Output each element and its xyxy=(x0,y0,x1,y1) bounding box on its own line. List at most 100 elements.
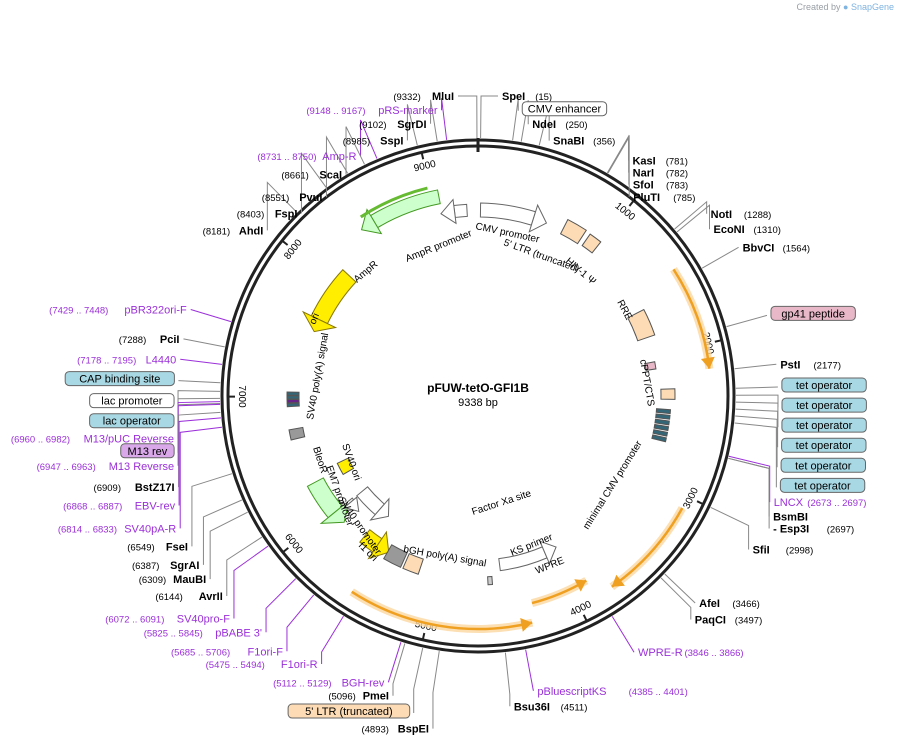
primer-label: LNCX(2673 .. 2697) xyxy=(774,497,867,509)
primer-label: SV40pA-R(6814 .. 6833) xyxy=(58,523,176,535)
enzyme-label-pos: (8403) xyxy=(237,209,264,220)
tet-op-bar xyxy=(653,423,670,432)
primer-label-text: M13/pUC Reverse xyxy=(84,434,174,446)
tick-mark xyxy=(714,339,722,343)
feature-box-label-text: CMV enhancer xyxy=(528,104,602,116)
primer-label: Amp-R (8731 .. 8750) xyxy=(257,151,356,163)
tick-mark xyxy=(420,152,425,160)
enzyme-label-leader xyxy=(178,411,221,488)
feature-box-label: gp41 peptide xyxy=(770,305,856,321)
ampr-promoter-arrow-head xyxy=(440,198,457,225)
enzyme-label-pos: (782) xyxy=(666,169,688,180)
enzyme-label: MluI(9332) xyxy=(393,91,454,103)
feature-box-label: CAP binding site xyxy=(64,371,175,387)
feature-box-label-box xyxy=(287,703,411,719)
feature-box-label: CMV enhancer xyxy=(521,101,608,117)
enzyme-label-text: BbvCI xyxy=(743,242,775,254)
feature-box-label-text: lac operator xyxy=(103,416,161,428)
primer-label-range: (8731 .. 8750) xyxy=(257,152,316,163)
tick-label: 7000 xyxy=(236,385,247,408)
ori-arrow xyxy=(310,269,357,325)
tick-mark xyxy=(281,239,289,246)
enzyme-label-text: EcoNI xyxy=(713,224,744,236)
primer-label-range: (5112 .. 5129) xyxy=(273,678,331,689)
tick-mark xyxy=(282,547,289,554)
enzyme-label-pos: (5096) xyxy=(328,692,355,703)
enzyme-label: PvuI(8551) xyxy=(262,192,323,204)
lac-bar xyxy=(286,402,300,408)
feature-box-label-leader xyxy=(413,647,424,714)
feature-box-label-text: gp41 peptide xyxy=(781,308,845,320)
enzyme-label-text: SgrDI xyxy=(397,119,426,131)
feature-box-label-box xyxy=(781,377,867,393)
feature-box-label-box xyxy=(779,477,866,493)
primer-label-range: (2673 .. 2697) xyxy=(807,498,866,509)
enzyme-label: FseI(6549) xyxy=(127,541,188,553)
feature-box-label-leader xyxy=(177,390,221,403)
feature-box-label-leader xyxy=(178,380,221,384)
primer-label-range: (4385 .. 4401) xyxy=(629,687,688,698)
enzyme-label-text: AhdI xyxy=(239,225,263,237)
tet-op-bar xyxy=(654,418,670,426)
enzyme-label-leader xyxy=(520,100,529,142)
enzyme-label: BstZ17I(6909) xyxy=(94,482,175,494)
primer-label-leader xyxy=(387,642,402,683)
feature-box-label-box xyxy=(89,413,175,429)
enzyme-label-text: AfeI xyxy=(699,598,720,610)
enzyme-label-pos: (4511) xyxy=(561,702,588,713)
enzyme-label: SspI(8985) xyxy=(343,135,404,147)
enzyme-label-leader xyxy=(676,204,710,233)
enzyme-label-pos: (8181) xyxy=(203,226,230,237)
credit: Created by ● SnapGene xyxy=(796,2,894,12)
enzyme-label: Bsu36I(4511) xyxy=(514,701,588,713)
feature-box-label-box xyxy=(781,397,867,413)
feature-box-label: tet operator xyxy=(781,417,867,433)
primer-label-leader xyxy=(728,455,771,503)
primer-label-text: F1ori-R xyxy=(281,659,318,671)
enzyme-label-text: FseI xyxy=(166,541,188,553)
feature-box-label-leader xyxy=(512,98,519,141)
primer-label: pBR322ori-F(7429 .. 7448) xyxy=(49,305,187,317)
enzyme-label-text: NarI xyxy=(633,168,654,180)
primer-label-range: (6814 .. 6833) xyxy=(58,524,117,535)
feature-box-label: M13 rev xyxy=(120,443,175,459)
ampr-arrow-head xyxy=(360,208,383,235)
feature-box-label-text: M13 rev xyxy=(128,446,168,458)
primer-label-leader xyxy=(190,309,232,323)
enzyme-label-pos: (785) xyxy=(673,193,695,204)
feature-box-label: tet operator xyxy=(781,377,867,393)
feature-layer xyxy=(286,186,715,633)
primer-label-range: (3846 .. 3866) xyxy=(684,648,743,659)
enzyme-label-leader xyxy=(392,643,406,696)
primer-label-text: pBR322ori-F xyxy=(124,305,187,317)
enzyme-label-leader xyxy=(458,95,478,139)
enzyme-label-text: PaqCI xyxy=(695,614,726,626)
enzyme-label-leader xyxy=(728,457,770,529)
primer-label: F1ori-F(5685 .. 5706) xyxy=(171,646,283,658)
enzyme-label-text: PvuI xyxy=(299,192,322,204)
feature-box-label-text: tet operator xyxy=(796,380,853,392)
feature-box-label-leader xyxy=(735,408,779,448)
primer-label-leader xyxy=(360,119,378,159)
primer-label-text: Amp-R xyxy=(322,151,356,163)
enzyme-label: SfoI(783) xyxy=(633,180,688,192)
enzyme-label-pos: (15) xyxy=(535,92,552,103)
orf-arc-4-head xyxy=(520,618,533,632)
primer-label-leader xyxy=(441,98,448,140)
primer-label: pBluescriptKS(4385 .. 4401) xyxy=(537,686,687,698)
enzyme-label-text: KasI xyxy=(632,155,655,167)
feature-box-label-leader xyxy=(734,422,777,488)
primer-label-text: BGH-rev xyxy=(342,677,385,689)
primer-label-leader xyxy=(180,358,223,365)
f1-ori-arrow-head xyxy=(367,530,390,560)
enzyme-label-leader xyxy=(664,573,696,604)
tick-mark xyxy=(696,500,704,506)
feature-box-label-text: tet operator xyxy=(794,480,851,492)
enzyme-label-text: - Esp3I xyxy=(773,523,809,535)
rre-box xyxy=(627,308,656,342)
feature-box-label: lac operator xyxy=(89,413,175,429)
enzyme-label-text: SnaBI xyxy=(553,136,584,148)
factor-xa-box xyxy=(487,575,494,586)
enzyme-label: SpeI(15) xyxy=(502,91,552,103)
feature-box-label-leader xyxy=(735,394,779,408)
